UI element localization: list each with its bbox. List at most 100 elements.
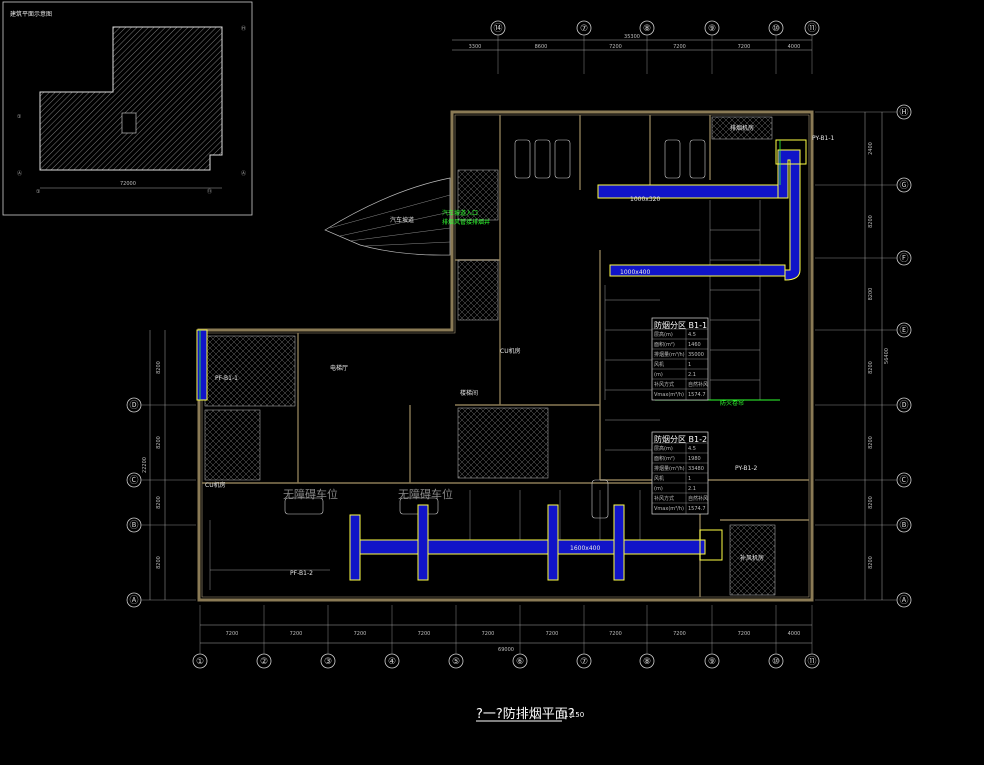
table-2-row-7-label: Vmax(m³/h) [654, 506, 684, 512]
table-1-row-2-label: 面积(m²) [654, 341, 675, 348]
bottom-axis-bubble-7: ⑦ [580, 657, 588, 667]
bottom-dimension-6: 7200 [546, 631, 559, 637]
duct-riser [777, 149, 801, 281]
drawing-scale: 1:150 [564, 711, 584, 719]
key-plan-dimension: 72000 [120, 181, 136, 187]
left-dimension-total: 22200 [142, 457, 148, 473]
key-plan-bottom-label-2: ⑪ [207, 188, 212, 195]
room-label-lobby: 电梯厅 [330, 364, 348, 372]
exhaust-fan-1 [775, 139, 807, 165]
hatched-zone-3 [204, 409, 261, 481]
table-2-row-5-label: (m) [654, 486, 663, 492]
hatched-zone-2 [204, 335, 296, 407]
bottom-axis-bubble-2: ② [260, 657, 268, 667]
right-axis-bubble-6: Ⓒ [899, 475, 908, 486]
bottom-dimension-2: 7200 [290, 631, 303, 637]
table-1-row-6-value: 自然补风 [688, 381, 708, 388]
table-1-row-2-value: 1460 [688, 342, 701, 348]
table-1-row-4-label: 风机 [654, 361, 664, 368]
duct-size-3: 1600x400 [570, 545, 600, 552]
right-dimension-6: 8200 [868, 496, 874, 509]
car-1 [514, 139, 531, 179]
top-axis-bubble-6: ⑪ [807, 23, 816, 34]
left-axis-bubble-1: Ⓓ [129, 400, 138, 411]
right-dimension-total: 56400 [884, 348, 890, 364]
zone-table-2-title: 防烟分区 B1-2 [654, 434, 707, 444]
top-dimension-5: 7200 [738, 44, 751, 50]
top-axis-bubble-1: ⑭ [493, 23, 502, 34]
parking-stalls-bottom [209, 490, 641, 590]
table-2-row-1-label: 层高(m) [654, 445, 673, 452]
key-plan-frame [2, 1, 253, 216]
room-label-stair: 楼梯间 [460, 389, 478, 397]
left-axis-bubble-3: Ⓑ [129, 520, 138, 531]
table-1-row-4-value: 1 [688, 362, 691, 368]
key-plan-right-label-1: Ⓗ [241, 25, 246, 32]
right-axis-bubble-8: Ⓐ [899, 595, 908, 606]
table-2-row-3-label: 排烟量(m³/h) [654, 465, 685, 472]
equip-tag-py1: PY-B1-1 [812, 135, 834, 142]
green-note-2: 排烟风管接排烟井 [442, 218, 490, 226]
left-dimension-4: 8200 [156, 556, 162, 569]
right-dimension-1: 2400 [868, 142, 874, 155]
table-2-row-5-value: 2.1 [688, 486, 696, 492]
table-2-row-7-value: 1574.7 [688, 506, 706, 512]
left-axis-bubble-2: Ⓒ [129, 475, 138, 486]
top-axis-bubble-4: ⑨ [708, 24, 716, 34]
table-1-row-1-label: 层高(m) [654, 331, 673, 338]
bottom-axis-bubble-9: ⑨ [708, 657, 716, 667]
hatched-zone-4 [457, 407, 549, 479]
bottom-dimension-4: 7200 [418, 631, 431, 637]
drawing-title: ?一?防排烟平面? [476, 706, 575, 722]
green-note-3: 防火卷帘 [720, 399, 744, 407]
exhaust-fan-2 [699, 529, 723, 561]
zone-table-1-title: 防烟分区 B1-1 [654, 320, 707, 330]
table-2-row-4-label: 风机 [654, 475, 664, 482]
bottom-dimension-10: 4000 [788, 631, 801, 637]
left-dimension-2: 8200 [156, 436, 162, 449]
room-label-cu-2: CU机房 [205, 481, 226, 489]
top-axis-bubble-5: ⑩ [772, 24, 780, 34]
duct-size-1: 1000x320 [630, 196, 660, 203]
right-dimension-7: 8200 [868, 556, 874, 569]
table-2-row-2-label: 面积(m²) [654, 455, 675, 462]
duct-branch-1 [349, 514, 361, 581]
green-note-1: 汽车坡道入口 [442, 209, 478, 217]
ramp-lines [329, 194, 451, 247]
room-label-accessible-1: 无障碍车位 [283, 487, 338, 501]
left-dimension-1: 8200 [156, 361, 162, 374]
key-plan-right-label-2: Ⓐ [241, 170, 246, 177]
car-3 [554, 139, 571, 179]
car-5 [689, 139, 706, 179]
right-axis-bubble-2: Ⓖ [899, 180, 908, 191]
duct-branch-3 [547, 504, 559, 581]
top-dimension-1: 3300 [469, 44, 482, 50]
key-plan-title: 建筑平面示意图 [10, 10, 52, 18]
car-2 [534, 139, 551, 179]
key-plan: 建筑平面示意图 72000 ① Ⓐ Ⓗ Ⓐ ① ⑪ [2, 1, 253, 216]
bottom-dimension-1: 7200 [226, 631, 239, 637]
table-1-row-3-label: 排烟量(m³/h) [654, 351, 685, 358]
bottom-dimension-5: 7200 [482, 631, 495, 637]
bottom-axis-bubble-4: ④ [388, 657, 396, 667]
bottom-axis-bubble-11: ⑪ [807, 656, 816, 667]
left-dimension-3: 8200 [156, 496, 162, 509]
bottom-axis-bubble-3: ③ [324, 657, 332, 667]
bottom-dimension-7: 7200 [609, 631, 622, 637]
ramp-outline [324, 177, 451, 256]
duct-lower-horizontal [354, 539, 706, 555]
bottom-axis-bubble-5: ⑤ [452, 657, 460, 667]
room-label-accessible-2: 无障碍车位 [398, 487, 453, 501]
bottom-axis-bubble-8: ⑧ [643, 657, 651, 667]
zone-table-1: 防烟分区 B1-1 层高(m)4.5面积(m²)1460排烟量(m³/h)350… [651, 317, 709, 401]
key-plan-core [121, 112, 137, 134]
room-label-cu-1: CU机房 [500, 347, 521, 355]
top-dimension-total: 35300 [624, 34, 640, 40]
car-8 [591, 479, 609, 519]
room-label-ramp: 汽车坡道 [390, 216, 414, 224]
top-dimension-2: 8600 [535, 44, 548, 50]
hatched-zone-6 [457, 259, 499, 321]
drawing-title-block: ?一?防排烟平面? 1:150 [476, 706, 584, 722]
